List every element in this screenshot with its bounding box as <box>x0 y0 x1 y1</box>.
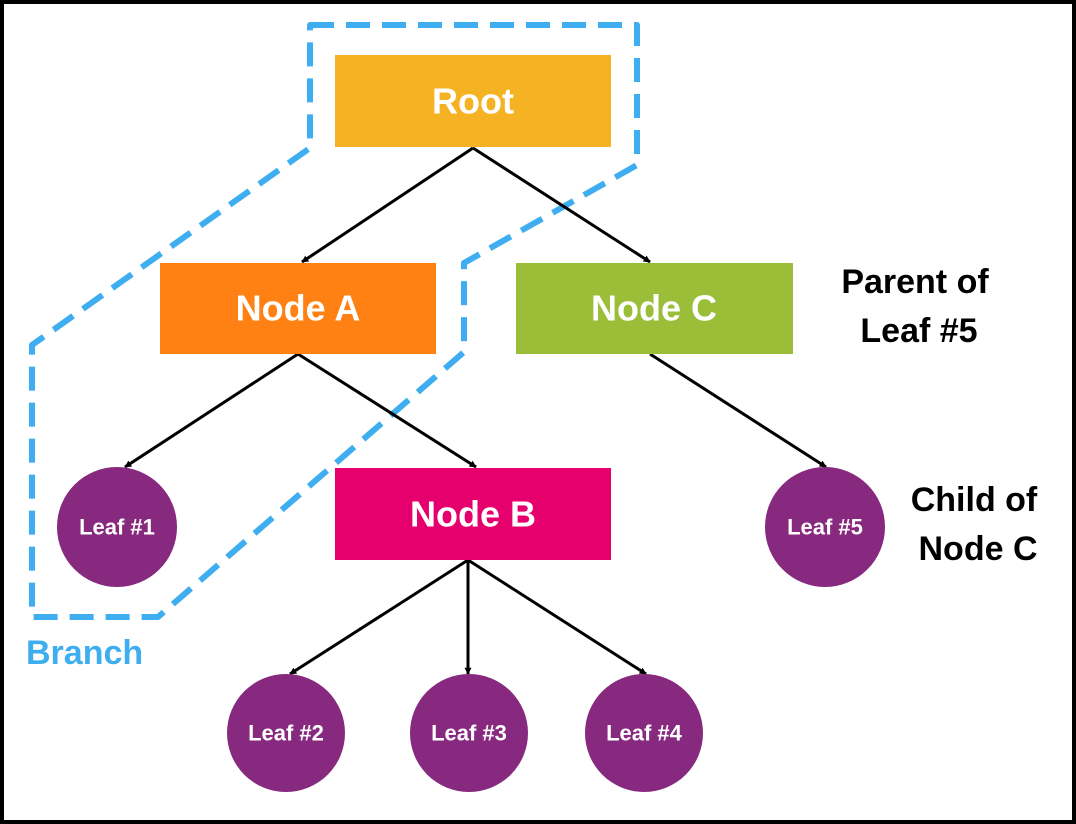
node-b-box <box>335 468 611 560</box>
leaf-3: Leaf #3 <box>410 674 528 792</box>
leaf-3-circle <box>410 674 528 792</box>
leaf-4: Leaf #4 <box>585 674 703 792</box>
edge-node-b-to-leaf-2 <box>289 558 469 676</box>
edge-node-b-to-leaf-4 <box>467 558 647 676</box>
leaf-2-circle <box>227 674 345 792</box>
leaf-2-label: Leaf #2 <box>248 721 324 746</box>
parent-annotation-line-1: Parent of <box>841 263 989 301</box>
branch-outline <box>29 22 640 620</box>
leaf-1-label: Leaf #1 <box>79 515 155 540</box>
leaf-5-label: Leaf #5 <box>787 515 863 540</box>
leaf-1-circle <box>57 467 177 587</box>
leaf-3-label: Leaf #3 <box>431 721 507 746</box>
branch-label: Branch <box>26 634 143 672</box>
node-root-box <box>335 55 611 147</box>
leaf-1: Leaf #1 <box>57 467 177 587</box>
node-root-label: Root <box>432 81 514 122</box>
leaf-2: Leaf #2 <box>227 674 345 792</box>
leaf-4-label: Leaf #4 <box>606 721 683 746</box>
child-annotation-line-2: Node C <box>919 530 1038 568</box>
leaf-5: Leaf #5 <box>765 467 885 587</box>
node-c: Node C <box>516 263 793 354</box>
node-a: Node A <box>160 263 436 354</box>
leaf-5-circle <box>765 467 885 587</box>
edge-root-to-node-c <box>472 146 651 264</box>
edge-node-c-to-leaf-5 <box>649 352 827 469</box>
parent-annotation-line-2: Leaf #5 <box>860 312 977 350</box>
node-root: Root <box>335 55 611 147</box>
node-c-label: Node C <box>591 288 717 329</box>
edge-node-a-to-leaf-1 <box>124 352 299 469</box>
node-b: Node B <box>335 468 611 560</box>
node-a-label: Node A <box>236 288 361 329</box>
child-annotation-line-1: Child of <box>911 481 1038 519</box>
edge-root-to-node-a <box>301 146 474 264</box>
node-c-box <box>516 263 793 354</box>
edge-node-a-to-node-b <box>297 352 477 469</box>
node-a-box <box>160 263 436 354</box>
node-b-label: Node B <box>410 494 536 535</box>
leaf-4-circle <box>585 674 703 792</box>
